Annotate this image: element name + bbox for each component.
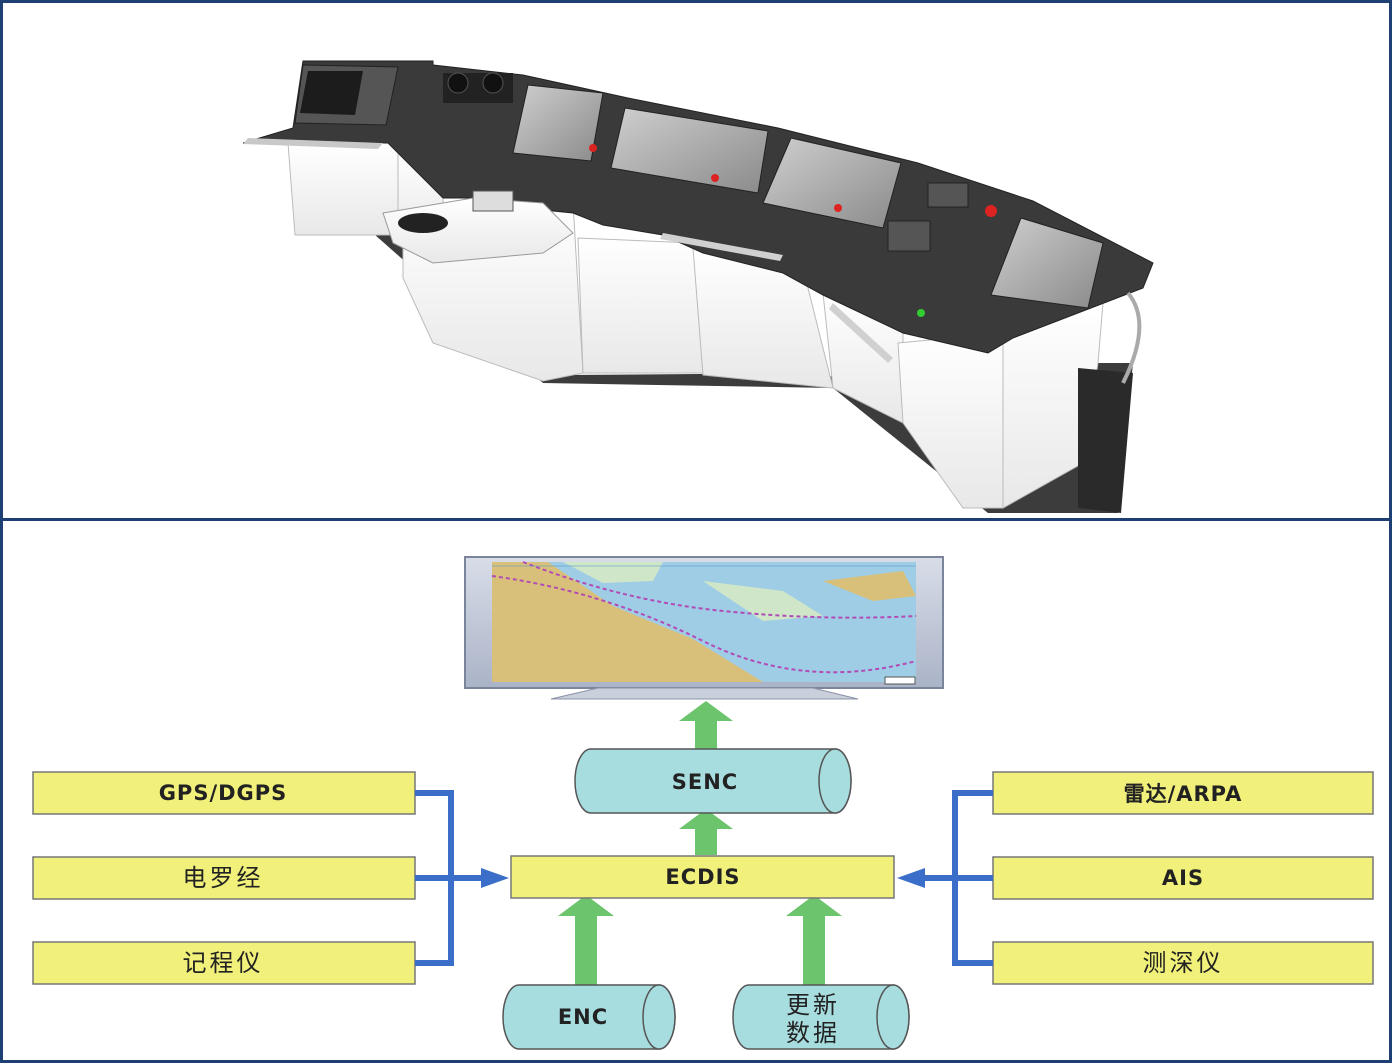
left-input-gps: GPS/DGPS [32,771,416,815]
ecdis-box: ECDIS [510,855,895,899]
ecdis-diagram-panel: SENC ECDIS ENC 更新 数据 GPS/DGPS 电罗经 [0,518,1392,1063]
echosounder-label: 测深仪 [1143,949,1224,977]
left-connector [415,790,481,966]
update-label-line1: 更新 [786,991,840,1019]
right-input-radar: 雷达/ARPA [992,771,1374,815]
arrow-ecdis-to-senc [679,809,733,855]
ecdis-label: ECDIS [665,865,740,889]
left-input-gyrocompass: 电罗经 [32,856,416,900]
log-label: 记程仪 [183,949,264,977]
arrow-senc-to-monitor [679,701,733,749]
left-connector-arrowhead [481,868,509,888]
gyrocompass-label: 电罗经 [183,864,264,892]
enc-cylinder: ENC [502,984,676,1050]
ecdis-diagram: SENC ECDIS ENC 更新 数据 GPS/DGPS 电罗经 [32,556,1374,1050]
radar-label: 雷达/ARPA [1124,782,1243,806]
arrow-enc-to-ecdis [558,895,614,988]
right-connector [925,790,993,966]
enc-label: ENC [558,1005,608,1029]
bridge-console-illustration [242,60,1154,513]
right-input-ais: AIS [992,856,1374,900]
monitor [464,556,944,700]
console-photo-panel [0,0,1392,521]
senc-cylinder: SENC [574,748,852,814]
left-input-log: 记程仪 [32,941,416,985]
arrow-update-to-ecdis [786,895,842,988]
senc-label: SENC [672,770,738,794]
gps-label: GPS/DGPS [159,781,288,805]
ais-label: AIS [1162,866,1204,890]
chart-screen [491,561,917,682]
update-label-line2: 数据 [786,1019,840,1047]
right-input-echosounder: 测深仪 [992,941,1374,985]
update-data-cylinder: 更新 数据 [732,984,910,1050]
right-connector-arrowhead [897,868,925,888]
